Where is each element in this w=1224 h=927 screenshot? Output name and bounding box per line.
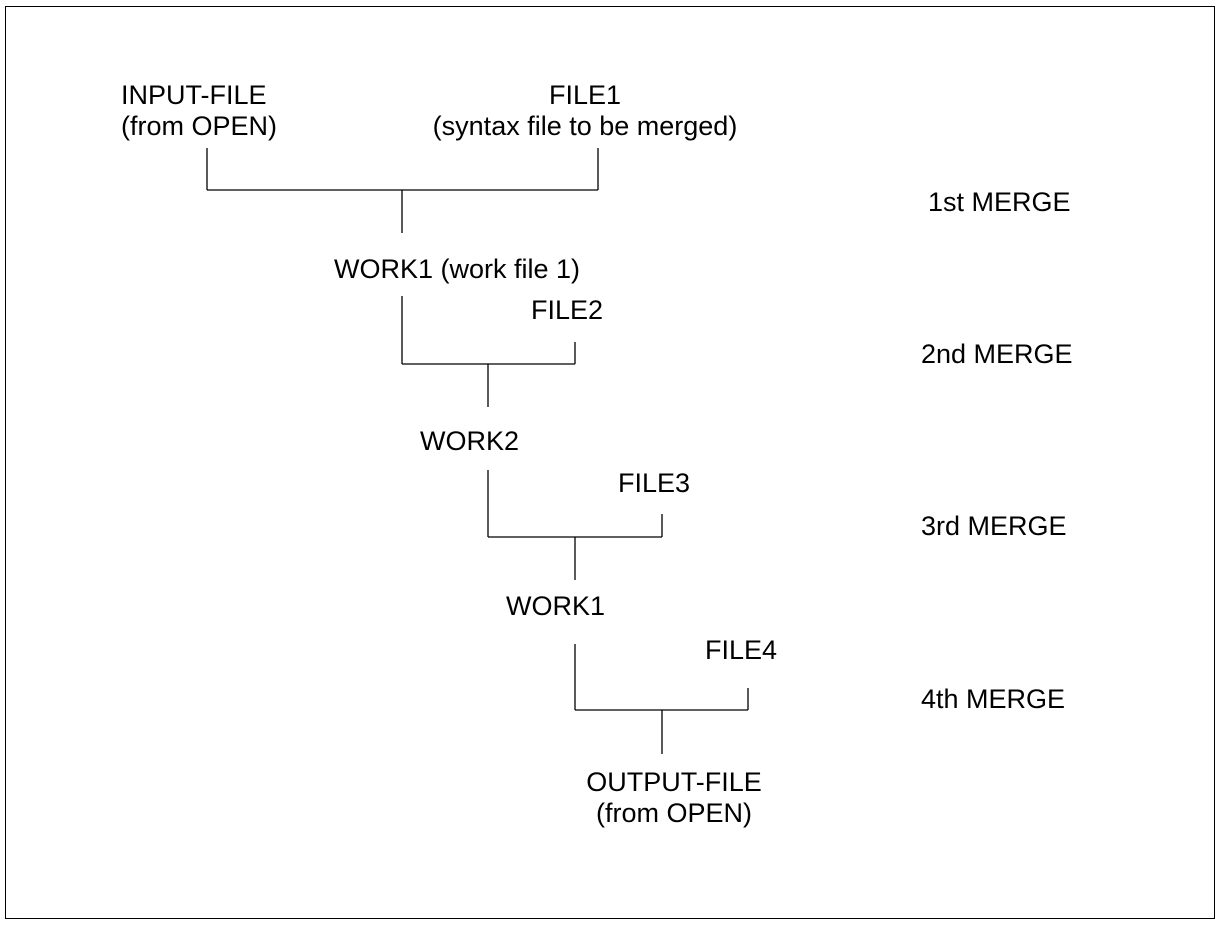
work1-first-node: WORK1 (work file 1) [334,254,581,284]
file2-node: FILE2 [531,295,604,325]
merge-label-1: 1st MERGE [928,187,1071,217]
file1-label: FILE1 [548,80,622,110]
merge-label-4: 4th MERGE [921,684,1066,714]
file3-node: FILE3 [618,468,691,498]
work1-second-node: WORK1 [506,591,606,621]
output-file-sublabel: (from OPEN) [595,798,753,828]
file1-node: FILE1 (syntax file to be merged) [433,80,738,142]
input-file-node: INPUT-FILE (from OPEN) [121,80,277,142]
diagram-frame [5,6,1215,919]
file4-node: FILE4 [705,635,778,665]
input-file-label: INPUT-FILE [121,80,267,110]
output-file-node: OUTPUT-FILE (from OPEN) [586,767,762,829]
merge-label-2: 2nd MERGE [921,339,1073,369]
output-file-label: OUTPUT-FILE [586,767,762,797]
input-file-sublabel: (from OPEN) [121,111,278,141]
merge-label-3: 3rd MERGE [921,511,1067,541]
file1-sublabel: (syntax file to be merged) [432,111,738,141]
work2-node: WORK2 [420,426,520,456]
